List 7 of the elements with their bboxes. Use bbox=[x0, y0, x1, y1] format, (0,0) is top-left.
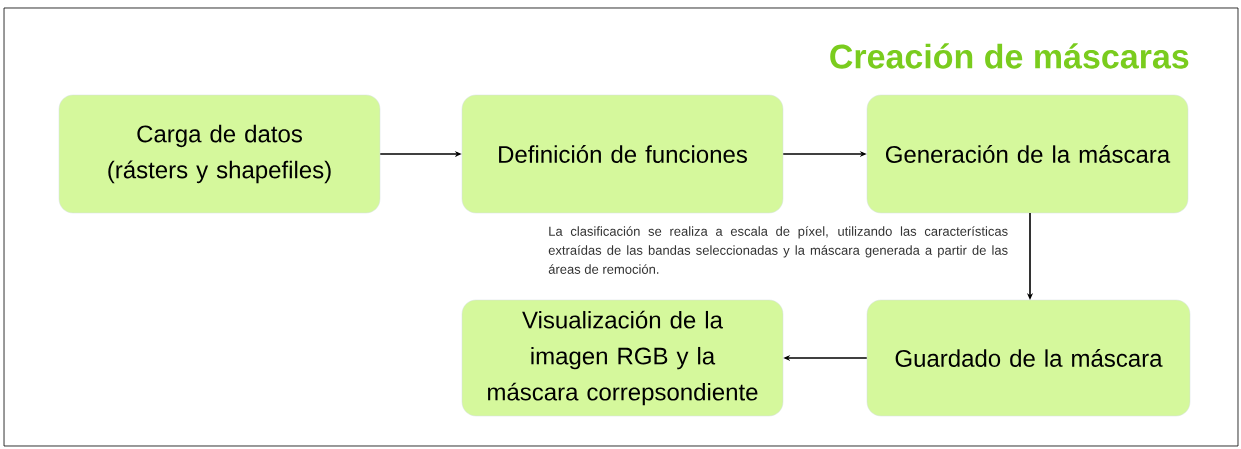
process-box: Carga de datos (rásters y shapefiles) bbox=[58, 94, 381, 214]
process-box: Visualización de la imagen RGB y la máscara correpsondiente bbox=[461, 299, 784, 417]
title: Creación de máscaras bbox=[830, 43, 1189, 69]
process-box: Guardado de la máscara bbox=[866, 299, 1191, 417]
process-box: Generación de la máscara bbox=[866, 94, 1189, 214]
note-text: La clasificación se realiza a escala de píxel, utilizando las características extraídas de las bandas seleccionadas y la máscara generada a partir de las áreas de remoción. bbox=[548, 226, 1008, 274]
process-box: Definición de funciones bbox=[461, 94, 784, 214]
